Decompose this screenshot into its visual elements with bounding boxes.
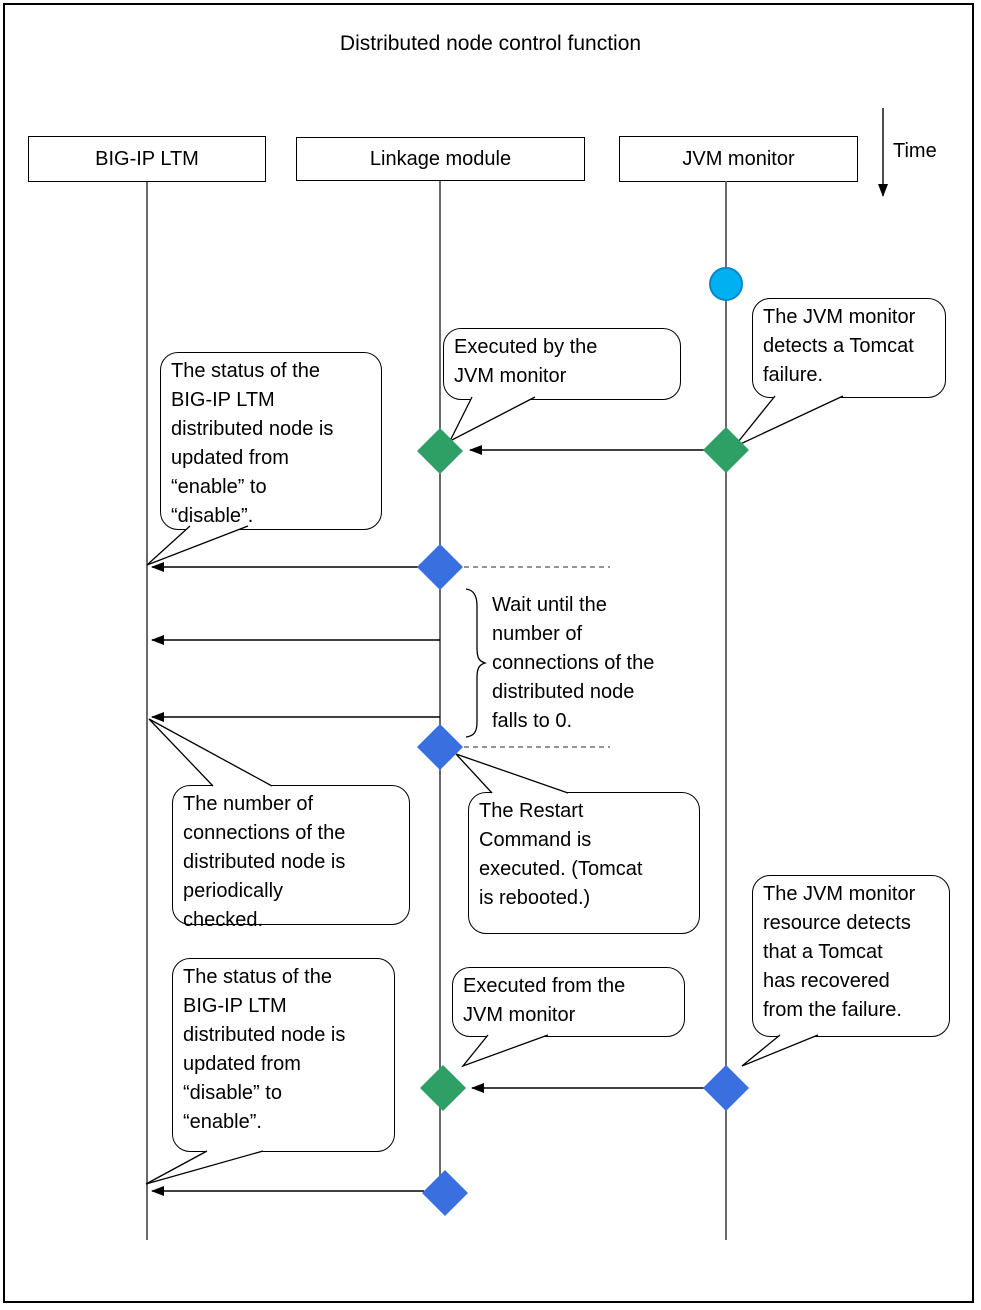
callout-jvm-detects-failure: The JVM monitor detects a Tomcat failure… <box>752 298 946 398</box>
diagram-border <box>3 3 974 1303</box>
lane-label-bigip-ltm: BIG-IP LTM <box>95 147 199 170</box>
time-axis-label: Time <box>893 140 937 162</box>
lane-label-linkage-module: Linkage module <box>369 147 512 170</box>
callout-executed-by-jvm-monitor: Executed by the JVM monitor <box>443 328 681 400</box>
callout-status-enable-to-disable: The status of the BIG-IP LTM distributed… <box>160 352 382 530</box>
diagram-title: Distributed node control function <box>339 32 642 55</box>
lane-header-bigip-ltm: BIG-IP LTM <box>28 136 266 182</box>
callout-executed-from-jvm-monitor: Executed from the JVM monitor <box>452 967 685 1037</box>
callout-connections-periodically-checked: The number of connections of the distrib… <box>172 785 410 931</box>
lane-header-linkage-module: Linkage module <box>296 137 585 181</box>
callout-jvm-detects-recovery: The JVM monitor resource detects that a … <box>752 875 950 1037</box>
callout-status-disable-to-enable: The status of the BIG-IP LTM distributed… <box>172 958 395 1152</box>
lane-label-jvm-monitor: JVM monitor <box>682 147 795 170</box>
callout-restart-command-executed: The Restart Command is executed. (Tomcat… <box>468 792 700 934</box>
wait-until-note: Wait until the number of connections of … <box>492 594 655 732</box>
lane-header-jvm-monitor: JVM monitor <box>619 136 858 182</box>
